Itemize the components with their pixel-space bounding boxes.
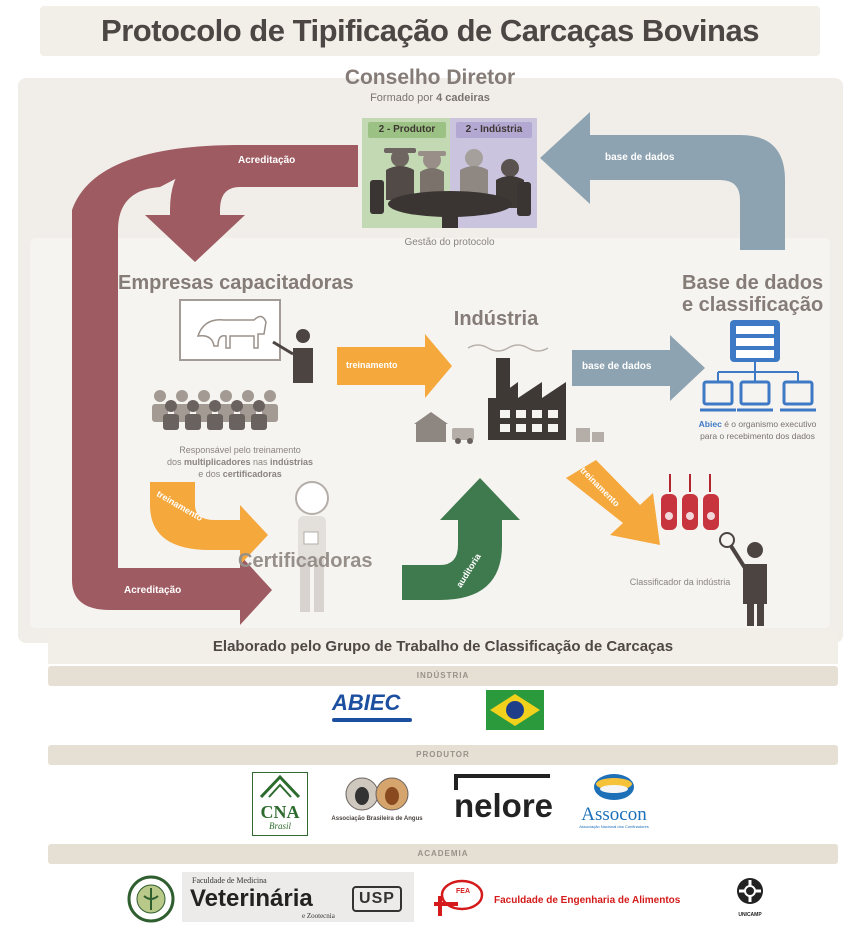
fmvz-big: Veterinária [190,885,313,912]
database-mid-label: base de dados [582,361,652,372]
accreditation-top-label: Acreditação [238,155,296,166]
instructor-head [296,329,310,343]
council-title: Conselho Diretor [344,66,516,89]
credit-line: Elaborado pelo Grupo de Trabalho de Clas… [48,630,838,664]
truck [452,428,474,440]
training-desc-l3-b: certificadoras [222,469,282,479]
monitor [702,380,734,406]
database-title-line2: e classificação [682,294,824,316]
nelore-logo: nelore [454,774,558,834]
nelore-text: nelore [454,787,554,824]
council-subtitle-prefix: Formado por [370,92,437,104]
band-academy: ACADEMIA [48,844,838,864]
abiec-logo: ABIEC [332,690,432,730]
certifier-person-illustration [295,481,329,612]
fea-text: Faculdade de Engenharia de Alimentos [494,895,681,906]
band-industry: INDÚSTRIA [48,666,838,686]
assocon-text: Assocon [581,804,647,825]
fmvz-small: Faculdade de Medicina [192,876,267,885]
database-top-arrow [540,112,785,250]
brazil-flag-logo [486,690,544,730]
database-desc-line2: para o recebimento dos dados [700,431,815,441]
fmvz-sub: e Zootecnia [302,912,335,920]
fmvz-seal-icon [127,875,175,923]
cna-sub: Brasil [268,821,291,831]
certifiers-title: Certificadoras [238,550,373,572]
server-network-icon [700,320,816,412]
training-industry-arrow [337,334,452,398]
fea-mark: FEA [428,878,486,918]
person-head [391,149,409,167]
audit-arrow [402,478,520,600]
training-desc-l2-b2: indústrias [270,457,314,467]
angus-logo: Associação Brasileira de Angus [322,776,432,832]
council-caption: Gestão do protocolo [404,237,495,248]
database-desc-line1: Abiec é o organismo executivo [670,418,845,430]
helmet [295,481,329,515]
barn [416,424,446,442]
unicamp-emblem-icon [737,878,763,904]
training-class-illustration [152,299,313,430]
council-subtitle-bold: 4 cadeiras [436,92,490,104]
database-title-line1: Base de dados [682,272,824,294]
training-desc-line1: Responsável pelo treinamento [179,445,301,455]
chimney [496,358,510,398]
wheat-icon [259,774,301,799]
abiec-logo-text: ABIEC [332,690,401,715]
cna-text: CNA [260,802,300,822]
seat-producer-label: 2 - Produtor [368,122,446,138]
training-industry-label: treinamento [346,360,398,370]
database-mid-arrow [572,335,705,401]
angus-text: Associação Brasileira de Angus [331,816,423,822]
band-producer: PRODUTOR [48,745,838,765]
accreditation-top-arrow [145,145,358,262]
smoke [467,344,549,352]
classifier-illustration [661,474,767,626]
training-desc-line3: e dos certificadoras [140,468,340,480]
database-desc: Abiec é o organismo executivo para o rec… [670,418,845,442]
classifier-caption: Classificador da indústria [629,577,731,587]
database-desc-rest: é o organismo executivo [721,419,817,429]
fmvz-logo: Faculdade de Medicina Veterinária e Zoot… [182,872,414,922]
training-desc-l2-b1: multiplicadores [183,457,251,467]
cow-drawing [196,315,267,349]
assocon-globe-icon [594,774,634,800]
page-title: Protocolo de Tipificação de Carcaças Bov… [40,6,820,56]
fea-emblem-icon [434,879,484,916]
angus-emblem-icon [345,777,409,811]
assocon-logo: Assocon Associação Nacional dos Confinad… [566,772,662,836]
training-desc-line2: dos multiplicadores nas indústrias [140,456,340,468]
database-desc-bold: Abiec [698,419,722,429]
training-cert-arrow [150,482,268,565]
unicamp-logo: UNICAMP [732,876,768,922]
meeting-table [388,191,512,217]
database-top-label: base de dados [605,152,675,163]
training-desc-l3-pre: e dos [198,469,223,479]
factory-illustration [414,344,604,444]
seat-industry-label: 2 - Indústria [456,122,532,138]
database-title: Base de dados e classificação [682,272,842,316]
unicamp-text: UNICAMP [738,912,762,918]
training-desc-l2-pre: dos [166,457,184,467]
training-companies-title: Empresas capacitadoras [118,272,354,294]
industry-title: Indústria [453,308,539,330]
hooks [669,474,711,492]
fea-mark-text: FEA [456,888,470,895]
accreditation-bottom-label: Acreditação [124,585,182,596]
usp-logo: USP [352,886,402,912]
training-classifier-arrow [566,460,660,545]
training-companies-desc: Responsável pelo treinamento dos multipl… [140,444,340,480]
assocon-sub: Associação Nacional dos Confinadores [579,824,649,829]
accreditation-loop-arrow [72,145,272,625]
whiteboard [179,299,281,361]
council-subtitle: Formado por 4 cadeiras [280,92,580,104]
classifier-head [747,542,763,558]
cna-logo: CNA Brasil [252,772,308,836]
training-desc-l2-mid: nas [250,457,271,467]
